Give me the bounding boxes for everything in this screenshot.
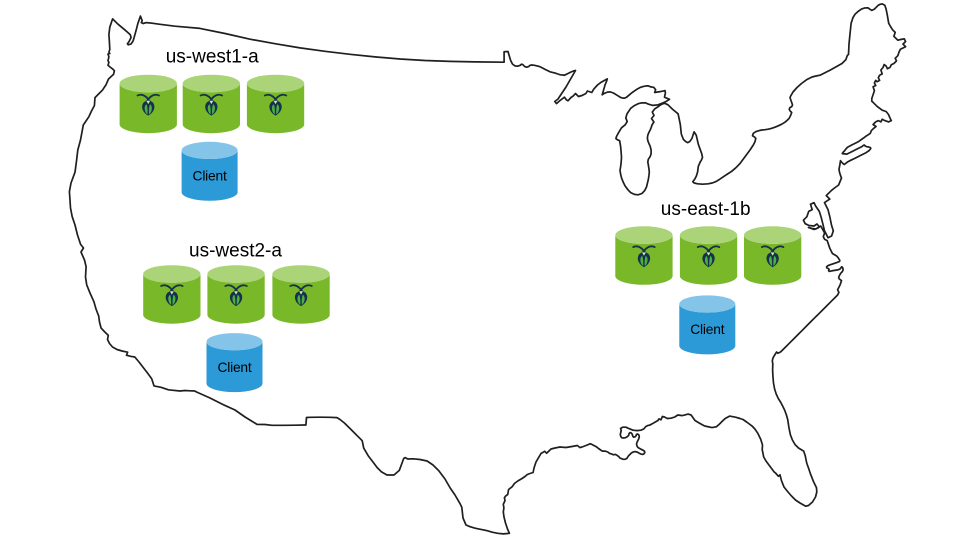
svg-text:us-west1-a: us-west1-a bbox=[166, 47, 259, 68]
svg-text:us-east-1b: us-east-1b bbox=[661, 199, 751, 220]
svg-text:us-west2-a: us-west2-a bbox=[189, 240, 282, 261]
